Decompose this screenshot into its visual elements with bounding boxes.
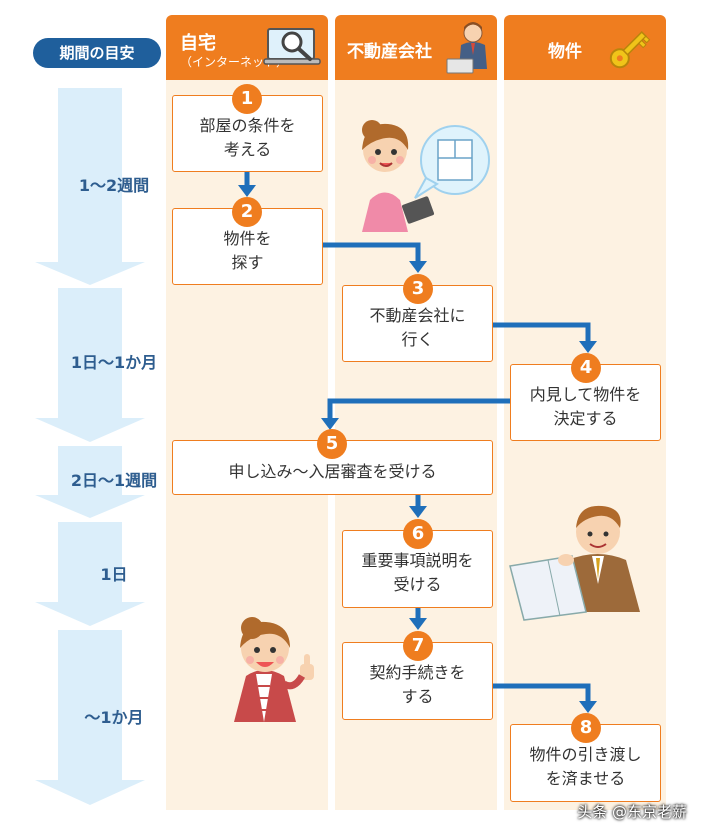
column-header-property: 物件 [504,15,666,80]
column-title-property: 物件 [548,42,582,62]
step-text-7: 契約手続きを する [369,663,466,706]
step-number-2: 2 [232,197,262,227]
step-number-3: 3 [403,274,433,304]
column-title-home: 自宅 [180,33,216,54]
step-text-3: 不動産会社に 行く [369,305,466,349]
timeline-arrow [35,88,145,805]
key-icon [609,30,651,69]
step-box-1: 部屋の条件を 考える [172,95,323,172]
step-number-1: 1 [232,84,262,114]
watermark: 头条 @东京老薪 [577,803,687,821]
column-subtitle-home: （インターネット） [180,55,289,69]
column-header-agency: 不動産会社 [335,15,497,80]
woman-thumbs-up-illustration [234,617,314,722]
step-box-4: 内見して物件を 決定する [510,364,661,441]
woman-with-tablet-illustration [362,120,490,232]
column-header-home: 自宅 （インターネット） [166,15,328,80]
column-title-agency: 不動産会社 [347,42,432,62]
period-label-4: 1日 [100,565,128,584]
period-label-5: ～1か月 [84,708,144,727]
step-text-5: 申し込み～入居審査を受ける [228,461,437,481]
period-label-2: 1日～1か月 [70,353,158,372]
step-number-5: 5 [317,429,347,459]
period-label-3: 2日～1週間 [70,471,158,490]
step-box-5: 申し込み～入居審査を受ける [172,440,493,495]
step-number-7: 7 [403,631,433,661]
step-box-6: 重要事項説明を 受ける [342,530,493,608]
step-text-8: 物件の引き渡し を済ませる [529,745,642,788]
step-number-8: 8 [571,713,601,743]
laptop-search-icon [263,28,321,65]
step-number-6: 6 [403,519,433,549]
period-label-1: 1～2週間 [78,176,150,195]
businessman-presenting-illustration [509,505,640,621]
agent-at-laptop-icon [446,22,487,74]
step-text-4: 内見して物件を 決定する [529,384,642,428]
flow-arrowheads [238,185,597,713]
period-header: 期間の目安 [33,38,161,68]
step-text-2: 物件を 探す [223,228,272,272]
step-text-1: 部屋の条件を 考える [199,115,296,159]
step-text-6: 重要事項説明を 受ける [361,551,474,594]
step-number-4: 4 [571,353,601,383]
